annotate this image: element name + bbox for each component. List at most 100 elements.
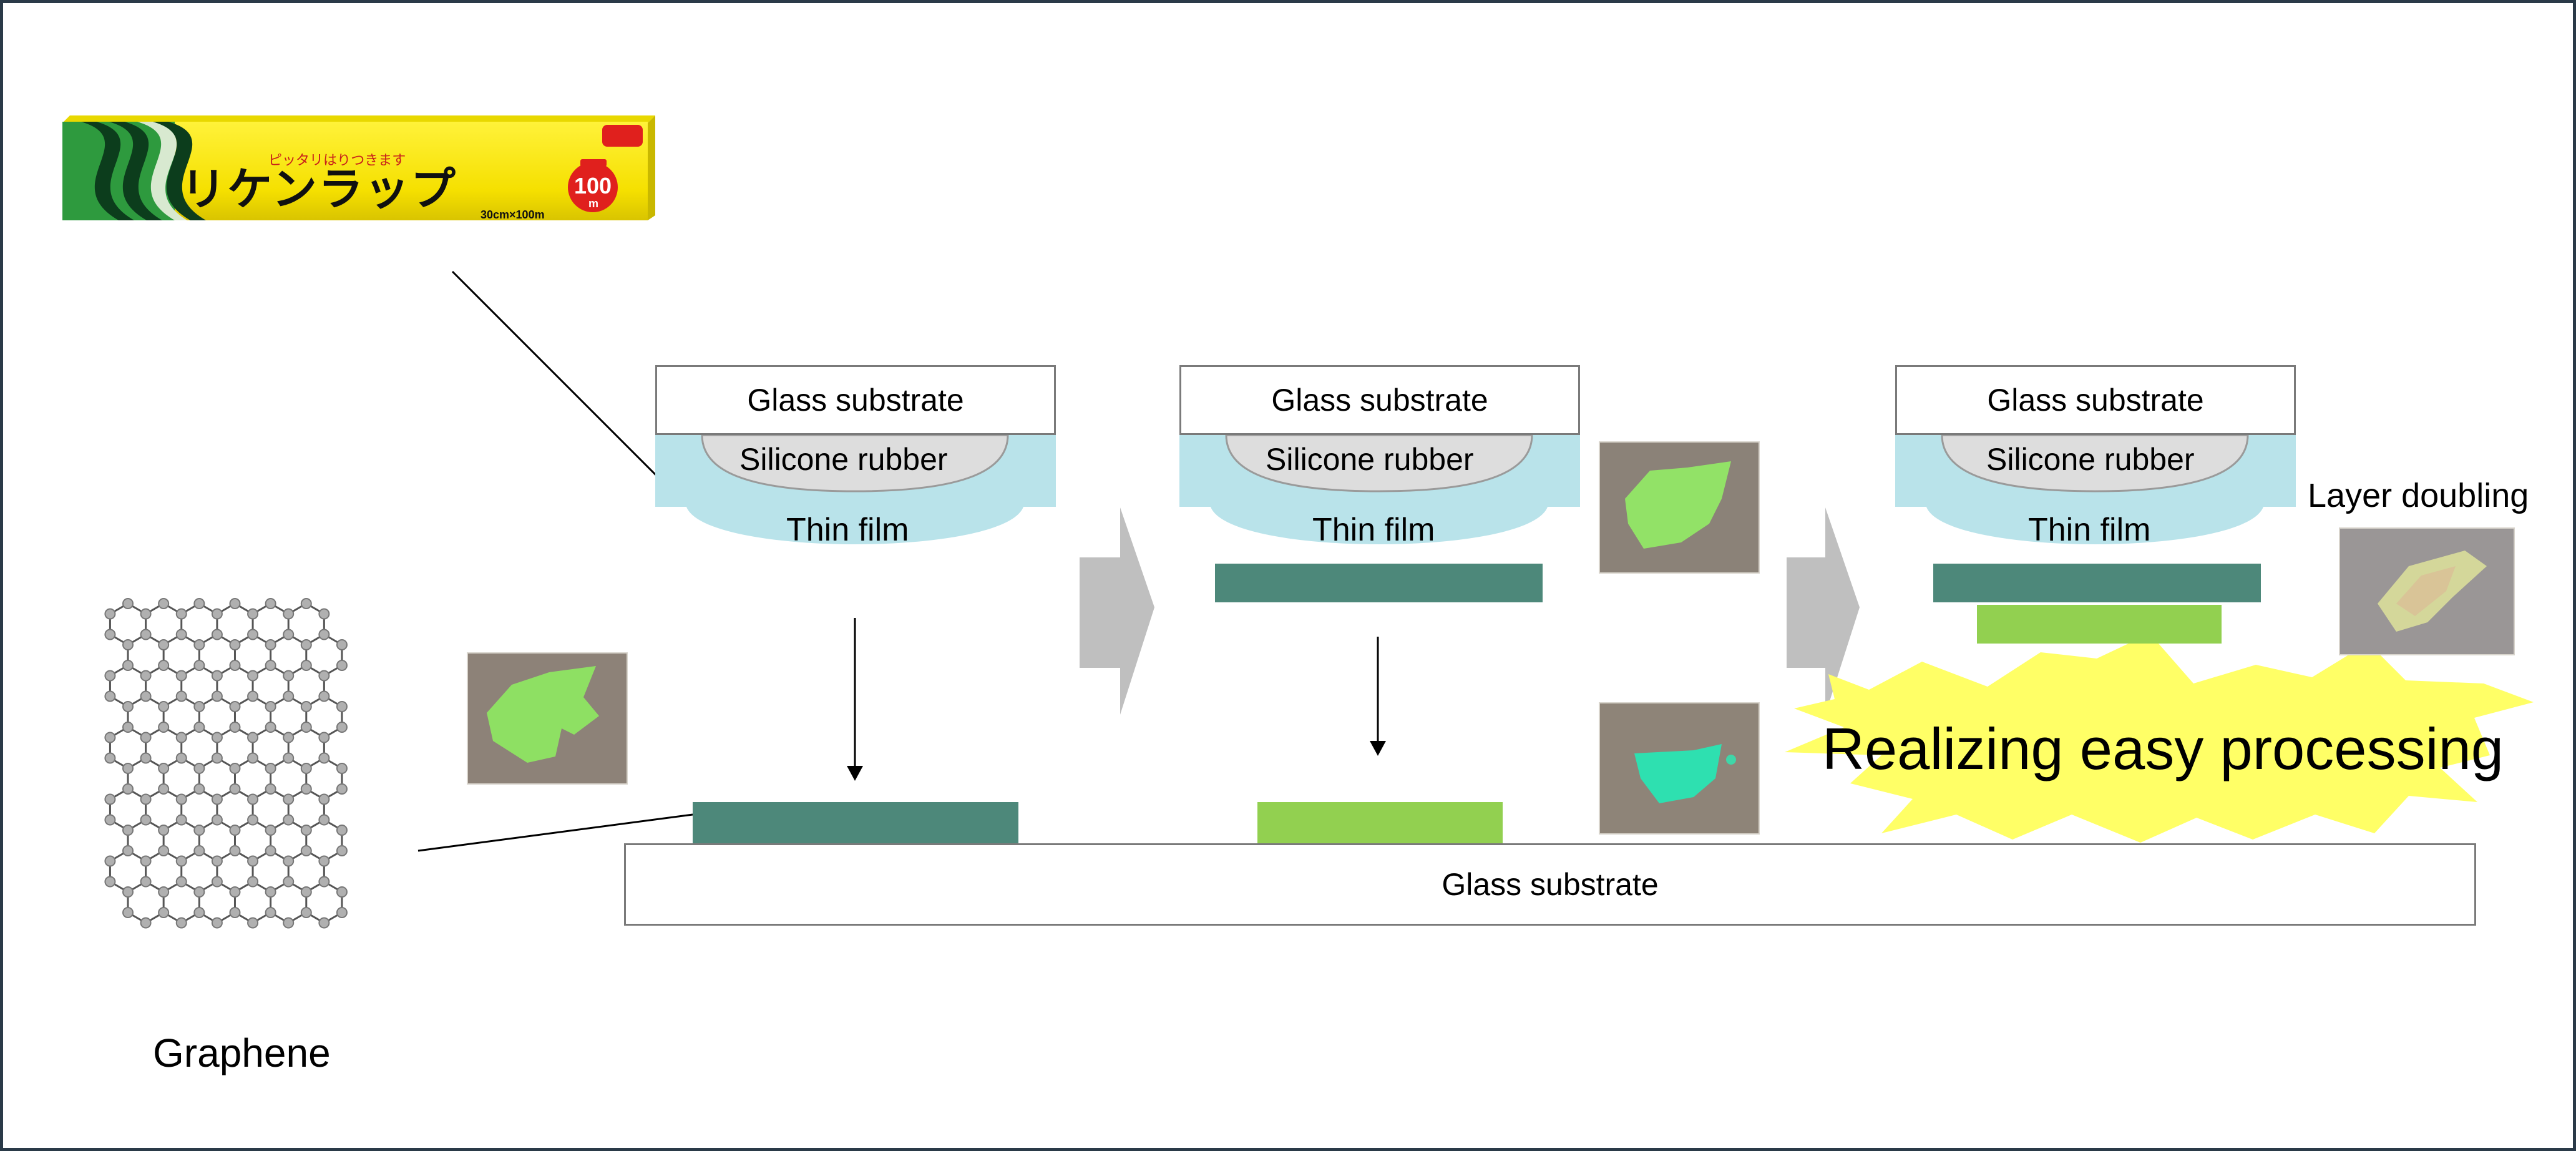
graphene-atom	[318, 670, 330, 682]
graphene-atom	[247, 690, 259, 702]
graphene-atom	[193, 701, 205, 712]
graphene-atom	[336, 825, 348, 836]
graphene-atom	[158, 783, 170, 795]
graphene-atom	[122, 660, 134, 671]
graphene-atom	[318, 752, 330, 764]
stamp-2-silicone-label: Silicone rubber	[1266, 442, 1474, 477]
graphene-atom	[211, 917, 223, 929]
graphene-atom	[229, 783, 241, 795]
graphene-atom	[211, 629, 223, 640]
stamp-2-thin-film-label: Thin film	[1312, 512, 1435, 548]
graphene-atom	[140, 855, 152, 867]
graphene-atom	[175, 814, 187, 826]
graphene-atom	[104, 793, 116, 805]
graphene-atom	[336, 660, 348, 671]
graphene-atom	[158, 598, 170, 609]
product-badge-number: 100	[574, 173, 612, 198]
graphene-atom	[140, 814, 152, 826]
graphene-atom	[336, 845, 348, 856]
down-arrow-1-head	[847, 766, 863, 781]
graphene-atom	[158, 701, 170, 712]
graphene-atom	[247, 670, 259, 682]
process-arrow-1	[1080, 507, 1154, 715]
wrap-product-box: ピッタリはりつきます リケンラップ 30cm×100m 100 m	[62, 115, 655, 225]
stamp-1-silicone-label: Silicone rubber	[739, 442, 948, 477]
graphene-atom	[283, 752, 295, 764]
graphene-atom	[318, 814, 330, 826]
graphene-atom	[229, 845, 241, 856]
product-badge-unit: m	[588, 197, 599, 210]
graphene-atom	[211, 670, 223, 682]
graphene-atom	[229, 907, 241, 918]
graphene-atom	[122, 907, 134, 918]
graphene-atom	[247, 752, 259, 764]
graphene-atom	[300, 763, 312, 774]
graphene-atom	[283, 876, 295, 888]
graphene-atom	[211, 752, 223, 764]
graphene-atom	[193, 722, 205, 733]
graphene-atom	[229, 660, 241, 671]
graphene-atom	[265, 639, 276, 650]
graphene-atom	[229, 825, 241, 836]
graphene-atom	[158, 907, 170, 918]
graphene-atom	[193, 845, 205, 856]
graphene-atom	[175, 629, 187, 640]
graphene-atom	[122, 825, 134, 836]
graphene-atom	[158, 886, 170, 898]
graphene-atom	[318, 608, 330, 620]
graphene-atom	[104, 876, 116, 888]
graphene-atom	[158, 763, 170, 774]
leader-line-product	[451, 270, 660, 479]
stamp-2-glass-substrate: Glass substrate	[1179, 365, 1580, 435]
graphene-atom	[193, 598, 205, 609]
graphene-atom	[158, 845, 170, 856]
graphene-atom	[283, 670, 295, 682]
graphene-atom	[300, 907, 312, 918]
graphene-atom	[283, 629, 295, 640]
graphene-atom	[158, 722, 170, 733]
flake-photo-green-2	[1599, 441, 1760, 574]
graphene-atom	[265, 907, 276, 918]
graphene-atom	[122, 763, 134, 774]
leader-line-graphene	[417, 813, 693, 852]
highlight-text: Realizing easy processing	[1822, 716, 2504, 781]
graphene-atom	[175, 876, 187, 888]
graphene-atom	[122, 783, 134, 795]
graphene-atom	[175, 690, 187, 702]
graphene-atom	[318, 793, 330, 805]
graphene-atom	[175, 917, 187, 929]
graphene-atom	[140, 876, 152, 888]
stamp-3-silicone-label: Silicone rubber	[1986, 442, 2195, 477]
graphene-atom	[300, 598, 312, 609]
graphene-atom	[122, 701, 134, 712]
graphene-atom	[140, 629, 152, 640]
graphene-atom	[193, 886, 205, 898]
graphene-atom	[283, 793, 295, 805]
graphene-atom	[336, 886, 348, 898]
graphene-atom	[193, 763, 205, 774]
graphene-atom	[175, 855, 187, 867]
graphene-atom	[175, 670, 187, 682]
graphene-atom	[104, 855, 116, 867]
graphene-atom	[193, 639, 205, 650]
graphene-atom	[158, 660, 170, 671]
product-sub-text: ピッタリはりつきます	[268, 153, 406, 169]
diagram-graphics	[104, 270, 2534, 929]
graphene-atom	[193, 907, 205, 918]
graphene-atom	[211, 732, 223, 743]
graphene-atom	[283, 608, 295, 620]
graphene-atom	[229, 722, 241, 733]
graphene-atom	[318, 876, 330, 888]
graphene-atom	[140, 793, 152, 805]
graphene-atom	[336, 639, 348, 650]
stamp-2-picked-layer	[1215, 564, 1543, 602]
graphene-atom	[140, 670, 152, 682]
graphene-atom	[265, 701, 276, 712]
graphene-atom	[158, 825, 170, 836]
graphene-atom	[283, 732, 295, 743]
graphene-atom	[336, 763, 348, 774]
graphene-atom	[247, 876, 259, 888]
graphene-atom	[104, 814, 116, 826]
stamp-1-glass-substrate: Glass substrate	[655, 365, 1056, 435]
graphene-atom	[318, 917, 330, 929]
